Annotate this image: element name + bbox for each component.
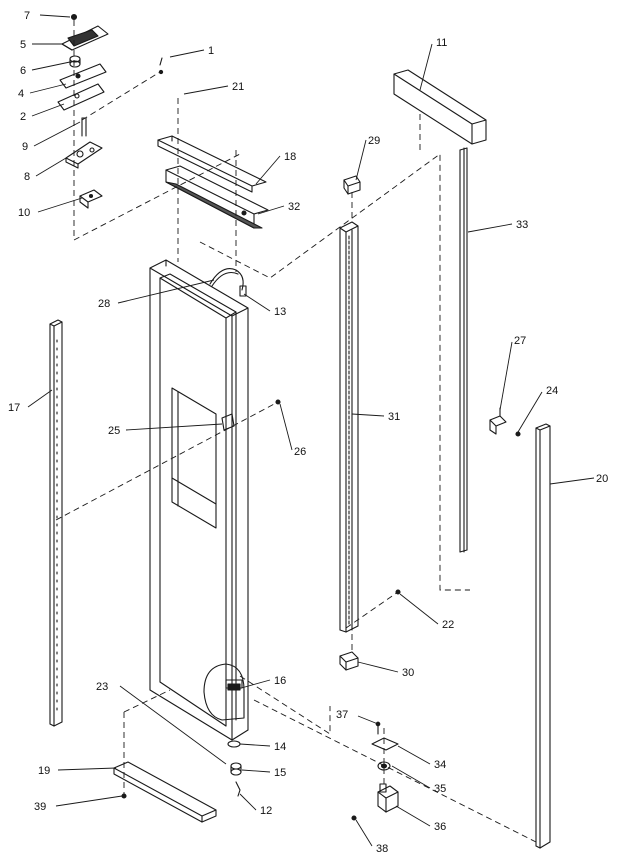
callout-34: 34 bbox=[434, 759, 446, 771]
callout-leader-lines bbox=[28, 15, 594, 846]
spacer-plate-part-2 bbox=[58, 84, 104, 110]
left-trim-strip-part-17 bbox=[50, 320, 62, 726]
callout-8: 8 bbox=[24, 171, 30, 183]
screw-part-24 bbox=[516, 432, 520, 436]
callout-35: 35 bbox=[434, 783, 446, 795]
callout-9: 9 bbox=[22, 141, 28, 153]
callout-2: 2 bbox=[20, 111, 26, 123]
callout-37: 37 bbox=[336, 709, 348, 721]
top-trim-bracket-part-18 bbox=[158, 136, 266, 192]
top-gasket-strip-part-11 bbox=[394, 70, 486, 144]
handle-rail-part-20 bbox=[536, 424, 550, 848]
lower-clip-part-30 bbox=[340, 652, 358, 670]
callout-20: 20 bbox=[596, 473, 608, 485]
callout-6: 6 bbox=[20, 65, 26, 77]
callout-5: 5 bbox=[20, 39, 26, 51]
callout-19: 19 bbox=[38, 765, 50, 777]
callout-11: 11 bbox=[436, 37, 447, 49]
callout-13: 13 bbox=[274, 306, 286, 318]
callout-10: 10 bbox=[18, 207, 30, 219]
mounting-block-part-10 bbox=[80, 190, 102, 208]
callout-24: 24 bbox=[546, 385, 558, 397]
callout-14: 14 bbox=[274, 741, 286, 753]
callout-27: 27 bbox=[514, 335, 526, 347]
hinge-pin-part-12 bbox=[236, 782, 240, 796]
door-frame-assembly bbox=[150, 260, 248, 740]
callout-29: 29 bbox=[368, 135, 380, 147]
screw-part-38 bbox=[352, 816, 356, 820]
shim-plate-part-4 bbox=[60, 64, 106, 88]
callout-17: 17 bbox=[8, 402, 20, 414]
bushing-part-15 bbox=[231, 763, 241, 775]
bottom-hinge-part-36 bbox=[378, 784, 398, 812]
bushing-part-6 bbox=[70, 56, 80, 67]
callout-25: 25 bbox=[108, 425, 120, 437]
callout-28: 28 bbox=[98, 298, 110, 310]
callout-36: 36 bbox=[434, 821, 446, 833]
callout-18: 18 bbox=[284, 151, 296, 163]
tube-fitting-part-13 bbox=[240, 286, 246, 296]
callout-39: 39 bbox=[34, 801, 46, 813]
hinge-cap-part-5 bbox=[62, 26, 108, 50]
hinge-pin-part-1 bbox=[159, 58, 162, 74]
callout-30: 30 bbox=[402, 667, 414, 679]
callout-4: 4 bbox=[18, 88, 24, 100]
bottom-hinge-bracket-part-19 bbox=[114, 762, 216, 822]
callout-22: 22 bbox=[442, 619, 454, 631]
callout-23: 23 bbox=[96, 681, 108, 693]
callout-15: 15 bbox=[274, 767, 286, 779]
right-side-gasket-part-33 bbox=[460, 148, 467, 552]
callout-32: 32 bbox=[288, 201, 300, 213]
callout-38: 38 bbox=[376, 843, 388, 855]
callout-labels: 7 5 6 4 2 9 8 10 1 21 11 29 18 32 33 28 … bbox=[8, 10, 608, 855]
callout-31: 31 bbox=[388, 411, 400, 423]
callout-26: 26 bbox=[294, 446, 306, 458]
center-gasket-channel-part-31 bbox=[340, 222, 358, 632]
callout-7: 7 bbox=[24, 10, 30, 22]
assembly-guide-lines bbox=[56, 20, 536, 842]
callout-21: 21 bbox=[232, 81, 244, 93]
callout-12: 12 bbox=[260, 805, 272, 817]
callout-1: 1 bbox=[208, 45, 214, 57]
top-trim-channel-part-32 bbox=[166, 166, 268, 228]
bottom-plate-part-34 bbox=[372, 738, 398, 750]
center-bracket-part-25 bbox=[222, 414, 234, 430]
callout-16: 16 bbox=[274, 675, 286, 687]
callout-33: 33 bbox=[516, 219, 528, 231]
screw-part-7 bbox=[72, 15, 77, 20]
